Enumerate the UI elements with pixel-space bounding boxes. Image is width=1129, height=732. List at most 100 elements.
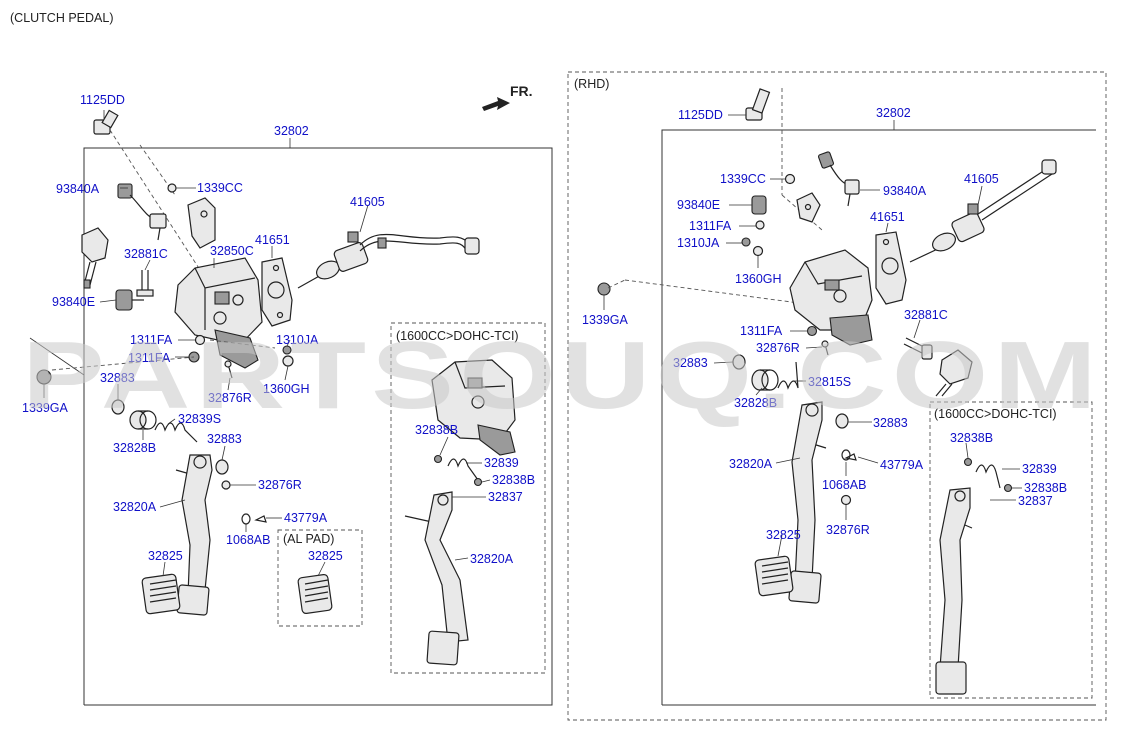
label-93840A[interactable]: 93840A	[56, 182, 100, 196]
left-leader-lines	[43, 110, 491, 577]
label-32837[interactable]: 32837	[488, 490, 523, 504]
label-1339CC-rhd[interactable]: 1339CC	[720, 172, 766, 186]
label-32876R-b-rhd[interactable]: 32876R	[826, 523, 870, 537]
left-assembly: 1125DD 32802 93840A 1339CC 32881C 32850C…	[22, 93, 553, 706]
label-32828B[interactable]: 32828B	[113, 441, 156, 455]
switch-93840A	[117, 183, 167, 241]
label-32838B-b[interactable]: 32838B	[492, 473, 535, 487]
label-32838B-a-rhd[interactable]: 32838B	[950, 431, 993, 445]
switch-93840A-rhd	[817, 151, 860, 207]
rhd-title: (RHD)	[574, 77, 609, 91]
position-sensor-rhd	[935, 349, 973, 397]
label-1339GA-rhd[interactable]: 1339GA	[582, 313, 629, 327]
right-leader-lines	[603, 114, 1022, 557]
label-32839S[interactable]: 32839S	[178, 412, 221, 426]
variant-pedal-arm-right	[935, 487, 973, 695]
bushing-32883-b	[215, 459, 229, 475]
label-32883-b[interactable]: 32883	[207, 432, 242, 446]
label-32881C-rhd[interactable]: 32881C	[904, 308, 948, 322]
label-1068AB-rhd[interactable]: 1068AB	[822, 478, 866, 492]
label-93840E[interactable]: 93840E	[52, 295, 95, 309]
label-1310JA[interactable]: 1310JA	[276, 333, 319, 347]
nut-1311FA-a-rhd	[755, 220, 765, 230]
label-43779A[interactable]: 43779A	[284, 511, 328, 525]
label-41605[interactable]: 41605	[350, 195, 385, 209]
label-43779A-rhd[interactable]: 43779A	[880, 458, 924, 472]
label-32876R-a[interactable]: 32876R	[208, 391, 252, 405]
label-1068AB[interactable]: 1068AB	[226, 533, 270, 547]
label-1311FA-a[interactable]: 1311FA	[130, 333, 173, 347]
label-32825[interactable]: 32825	[148, 549, 183, 563]
label-32820A-rhd[interactable]: 32820A	[729, 457, 773, 471]
label-93840E-rhd[interactable]: 93840E	[677, 198, 720, 212]
label-32828B-rhd[interactable]: 32828B	[734, 396, 777, 410]
label-32883-a[interactable]: 32883	[100, 371, 135, 385]
label-1311FA-b[interactable]: 1311FA	[128, 351, 171, 365]
label-1360GH-rhd[interactable]: 1360GH	[735, 272, 782, 286]
gasket-41651	[261, 257, 293, 327]
right-assembly-rhd: (RHD)	[567, 71, 1107, 721]
label-32876R-b[interactable]: 32876R	[258, 478, 302, 492]
label-1125DD[interactable]: 1125DD	[80, 93, 125, 107]
label-41605-rhd[interactable]: 41605	[964, 172, 999, 186]
watermark: PARTSOUQ.COM	[22, 322, 1102, 429]
label-1339CC[interactable]: 1339CC	[197, 181, 243, 195]
label-41651-rhd[interactable]: 41651	[870, 210, 905, 224]
label-32802-rhd[interactable]: 32802	[876, 106, 911, 120]
washer-1068AB	[241, 513, 251, 525]
label-41651[interactable]: 41651	[255, 233, 290, 247]
bolt-32876R-b	[221, 480, 231, 490]
label-32837-rhd[interactable]: 32837	[1018, 494, 1053, 508]
pedal-arm-32820A	[175, 454, 213, 616]
direction-label: FR.	[510, 83, 533, 99]
label-1360GH[interactable]: 1360GH	[263, 382, 310, 396]
bushing-32828B-rhd	[751, 369, 779, 391]
label-32839[interactable]: 32839	[484, 456, 519, 470]
label-1125DD-rhd[interactable]: 1125DD	[678, 108, 723, 122]
switch-93840E	[115, 289, 144, 311]
switch-93840E-rhd	[751, 195, 767, 215]
clip-43779A	[254, 515, 267, 523]
label-32850C[interactable]: 32850C	[210, 244, 254, 258]
al-pad-title: (AL PAD)	[283, 532, 334, 546]
label-1339GA[interactable]: 1339GA	[22, 401, 69, 415]
nut-1360GH-rhd	[752, 245, 764, 257]
label-32876R-a-rhd[interactable]: 32876R	[756, 341, 800, 355]
nut-1339CC	[167, 183, 177, 193]
label-32883-a-rhd[interactable]: 32883	[673, 356, 708, 370]
pedal-bracket-32850C	[174, 257, 263, 369]
right-part-labels: 1125DD 32802 1339CC 93840A 41605 93840E …	[582, 106, 1067, 542]
lead-frame-corner	[29, 337, 85, 376]
label-32838B-a[interactable]: 32838B	[415, 423, 458, 437]
label-32883-b-rhd[interactable]: 32883	[873, 416, 908, 430]
label-32838B-b-rhd[interactable]: 32838B	[1024, 481, 1067, 495]
right-variant-box	[929, 401, 1093, 699]
label-32820A[interactable]: 32820A	[113, 500, 157, 514]
arrow-icon	[482, 97, 510, 111]
washer-1068AB-rhd	[841, 449, 851, 461]
label-1311FA-b-rhd[interactable]: 1311FA	[740, 324, 783, 338]
spring-32839S	[154, 422, 198, 443]
nut-1339GA-rhd	[597, 282, 611, 296]
label-32825-rhd[interactable]: 32825	[766, 528, 801, 542]
nut-1339CC-rhd	[784, 173, 796, 185]
label-32815S-rhd[interactable]: 32815S	[808, 375, 851, 389]
pedal-pad-32825	[141, 573, 181, 615]
label-93840A-rhd[interactable]: 93840A	[883, 184, 927, 198]
label-32820A-variant[interactable]: 32820A	[470, 552, 514, 566]
front-direction-indicator: FR.	[482, 83, 533, 111]
label-1310JA-rhd[interactable]: 1310JA	[677, 236, 720, 250]
label-32825-al[interactable]: 32825	[308, 549, 343, 563]
left-variant-title: (1600CC>DOHC-TCI)	[396, 329, 519, 343]
label-32839-rhd[interactable]: 32839	[1022, 462, 1057, 476]
bolt-1125DD	[93, 109, 119, 135]
bolt-32876R-b-rhd	[840, 494, 852, 506]
label-1311FA-a-rhd[interactable]: 1311FA	[689, 219, 732, 233]
label-32881C[interactable]: 32881C	[124, 247, 168, 261]
bracket-plate-rhd	[796, 192, 821, 223]
left-variant-box	[390, 322, 546, 674]
bushing-32828B	[129, 410, 157, 430]
label-32802[interactable]: 32802	[274, 124, 309, 138]
clip-43779A-rhd	[844, 453, 857, 461]
right-main-frame	[661, 129, 1096, 705]
